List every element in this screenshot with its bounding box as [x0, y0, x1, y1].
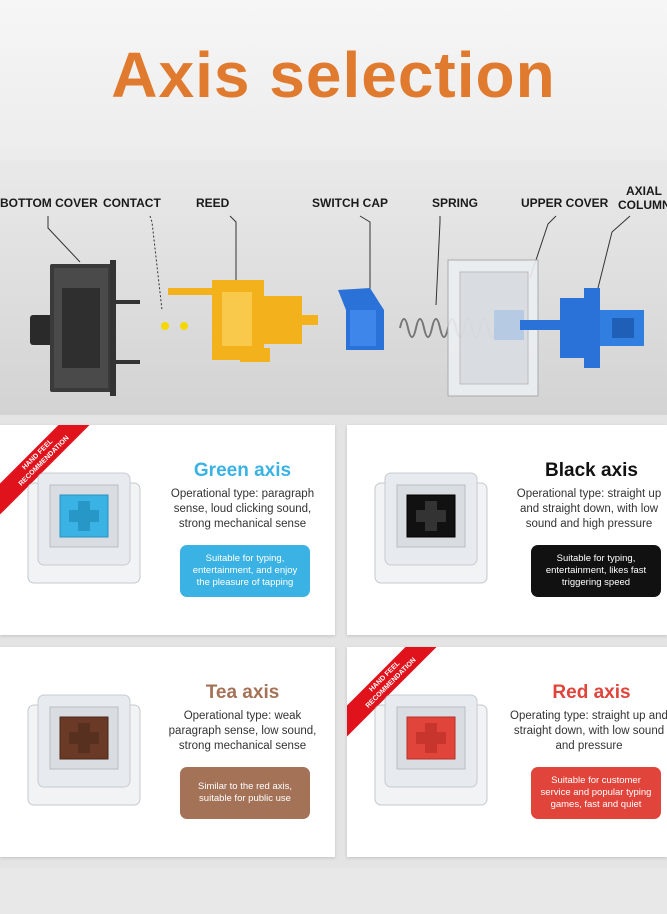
card-tag: Suitable for typing, entertainment, like… — [531, 545, 661, 597]
switch-icon — [374, 694, 488, 806]
axial-column-icon — [520, 288, 644, 368]
card-title: Tea axis — [205, 682, 280, 703]
card-tag: Suitable for customer service and popula… — [531, 767, 661, 819]
bottom-cover-icon — [30, 260, 140, 396]
card-black-axis[interactable]: Black axis Operational type: straight up… — [347, 425, 667, 635]
card-description: Operational type: paragraph sense, loud … — [170, 488, 315, 530]
label-axial-line1: AXIAL — [626, 184, 662, 198]
page-title: Axis selection — [111, 39, 556, 111]
label-contact: CONTACT — [103, 196, 161, 210]
card-title: Green axis — [193, 460, 292, 481]
label-upper-cover: UPPER COVER — [521, 196, 609, 210]
card-title: Black axis — [545, 460, 638, 481]
exploded-switch-view: BOTTOM COVER CONTACT REED SWITCH CAP SPR… — [0, 160, 667, 415]
switch-icon — [27, 472, 141, 584]
label-bottom-cover: BOTTOM COVER — [0, 196, 98, 210]
header-band: Axis selection — [0, 0, 667, 160]
card-description: Operating type: straight up and straight… — [510, 710, 667, 752]
card-red-axis[interactable]: HAND FEEL RECOMMENDATION Red axis Operat… — [347, 647, 667, 857]
label-switch-cap: SWITCH CAP — [312, 196, 388, 210]
switch-icon — [27, 694, 141, 806]
reed-icon — [168, 280, 318, 362]
label-axial-line2: COLUMN — [618, 198, 667, 212]
switch-cap-icon — [338, 288, 384, 350]
switch-icon — [374, 472, 488, 584]
label-reed: REED — [196, 196, 230, 210]
label-spring: SPRING — [432, 196, 479, 210]
contact-icon — [161, 322, 169, 330]
card-title: Red axis — [552, 682, 631, 703]
exploded-diagram — [30, 215, 644, 397]
label-axial-column: AXIAL COLUMN — [618, 184, 667, 212]
footer-strip — [0, 868, 667, 914]
card-description: Operational type: weak paragraph sense, … — [168, 710, 317, 752]
card-green-axis[interactable]: HAND FEEL RECOMMENDATION Green axis Oper… — [0, 425, 335, 635]
card-description: Operational type: straight up and straig… — [516, 488, 662, 530]
card-tea-axis[interactable]: Tea axis Operational type: weak paragrap… — [0, 647, 335, 857]
card-tag: Suitable for typing, entertainment, and … — [180, 545, 310, 597]
card-tag: Similar to the red axis, suitable for pu… — [180, 767, 310, 819]
